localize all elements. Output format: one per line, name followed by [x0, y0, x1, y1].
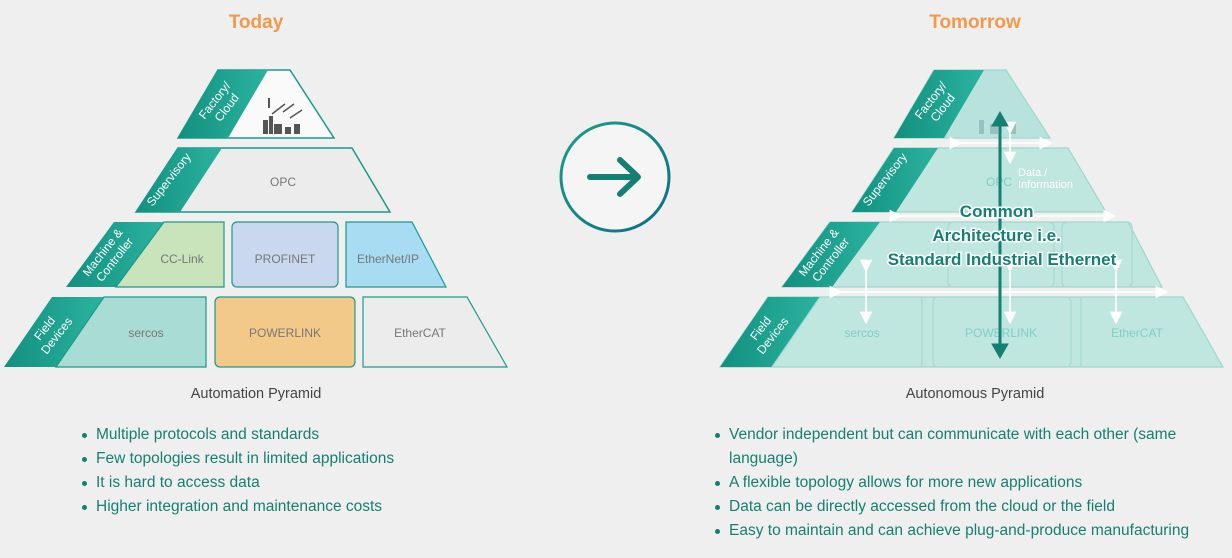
supervisory-band: [136, 148, 222, 212]
ethercat-box: [362, 296, 509, 368]
sercos-box: [54, 296, 207, 368]
list-item: It is hard to access data: [80, 471, 460, 495]
factory-cloud-band: [894, 70, 984, 138]
today-bullet-list: Multiple protocols and standards Few top…: [80, 423, 460, 519]
field-devices-band: [4, 297, 104, 367]
today-caption: Automation Pyramid: [190, 386, 322, 402]
ethernetip-label: EtherNet/IP: [357, 252, 419, 266]
cclink-box: [114, 221, 225, 288]
list-item: Multiple protocols and standards: [80, 423, 460, 447]
powerlink-box: [214, 296, 356, 368]
machine-controller-band: [66, 222, 164, 287]
cclink-label: CC-Link: [160, 252, 204, 266]
data-information-label: Data / Information: [1018, 167, 1073, 191]
automation-pyramid: Factory/ Cloud Supervisory OPC Machine &…: [4, 69, 509, 368]
ethernetip-box: [345, 221, 447, 288]
factory-cloud-band: [178, 70, 268, 138]
common-architecture-label: Common Architecture i.e. Standard Indust…: [888, 202, 1117, 269]
profinet-label: PROFINET: [255, 252, 316, 266]
sercos-label: sercos: [844, 326, 879, 340]
list-item: A flexible topology allows for more new …: [713, 471, 1213, 495]
list-item: Data can be directly accessed from the c…: [713, 495, 1213, 519]
today-title: Today: [228, 12, 284, 33]
ethercat-label: EtherCAT: [394, 326, 446, 340]
autonomous-pyramid: Factory/ Cloud Supervisory OPC Machine &…: [718, 69, 1225, 368]
tomorrow-caption: Autonomous Pyramid: [905, 386, 1045, 402]
ethercat-label: EtherCAT: [1111, 326, 1163, 340]
list-item: Vendor independent but can communicate w…: [713, 423, 1213, 471]
powerlink-label: POWERLINK: [249, 326, 321, 340]
tomorrow-bullet-list: Vendor independent but can communicate w…: [713, 423, 1213, 543]
transition-arrow-icon: [559, 121, 671, 233]
opc-label: OPC: [270, 175, 296, 189]
profinet-box: [231, 221, 339, 288]
list-item: Higher integration and maintenance costs: [80, 495, 460, 519]
field-devices-band: [720, 297, 820, 367]
list-item: Few topologies result in limited applica…: [80, 447, 460, 471]
factory-icon: [263, 98, 303, 134]
tomorrow-title: Tomorrow: [929, 12, 1021, 33]
sercos-label: sercos: [128, 326, 163, 340]
supervisory-band: [852, 148, 938, 212]
list-item: Easy to maintain and can achieve plug-an…: [713, 519, 1213, 543]
central-vertical-arrow: [991, 110, 1009, 360]
machine-controller-band: [782, 222, 880, 287]
